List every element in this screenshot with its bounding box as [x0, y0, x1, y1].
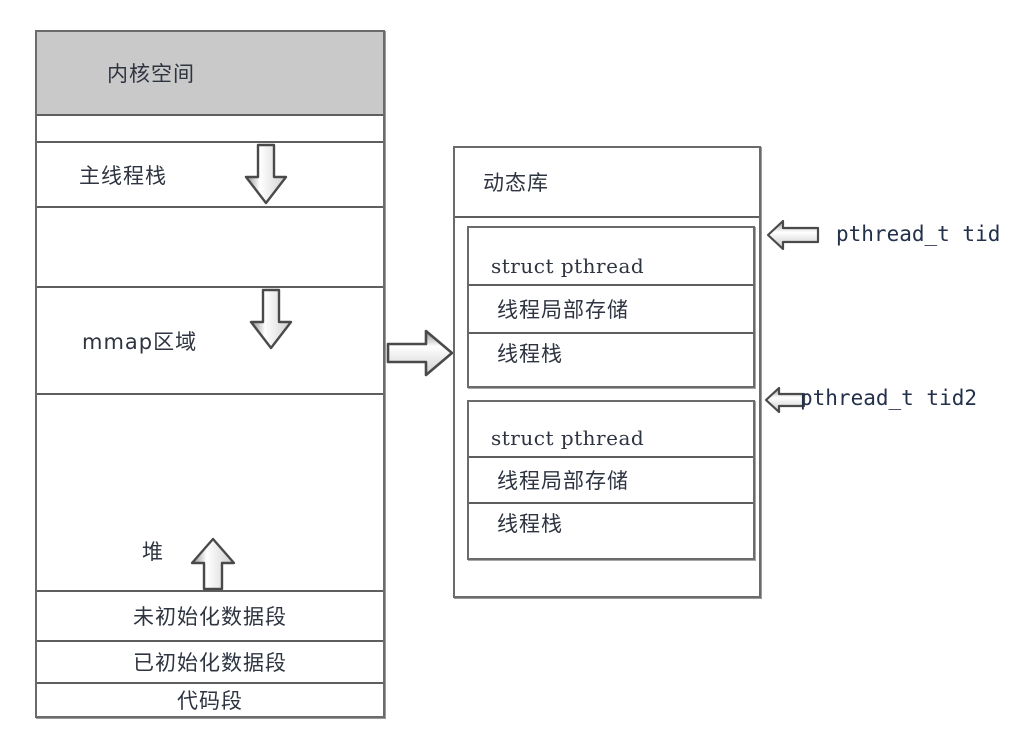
memory-row-label-data-segment: 已初始化数据段 — [133, 651, 287, 675]
thread-2-label-thread-local-storage: 线程局部存储 — [497, 469, 629, 493]
memory-row-text-segment: 代码段 — [37, 684, 383, 716]
thread-2-label-thread-stack: 线程栈 — [497, 512, 563, 536]
thread-block-1: struct pthread 线程局部存储 线程栈 — [467, 226, 755, 388]
thread-2-row-thread-local-storage: 线程局部存储 — [469, 458, 753, 504]
memory-row-label-mmap-region: mmap区域 — [82, 329, 198, 354]
dynamic-library-header-label: 动态库 — [483, 171, 549, 195]
dynamic-library-panel: 动态库 struct pthread 线程局部存储 线程栈 struct pth… — [453, 146, 761, 598]
memory-row-kernel-space: 内核空间 — [37, 32, 383, 116]
memory-row-bss-segment: 未初始化数据段 — [37, 592, 383, 642]
memory-row-label-main-thread-stack: 主线程栈 — [79, 163, 167, 188]
thread-1-label-thread-stack: 线程栈 — [497, 342, 563, 366]
memory-row-label-bss-segment: 未初始化数据段 — [133, 605, 287, 629]
memory-row-gap-stack-mmap — [37, 208, 383, 288]
thread-2-row-struct-pthread: struct pthread — [469, 402, 753, 458]
thread-1-label-struct-pthread: struct pthread — [491, 254, 645, 278]
arrow-left-icon-tid — [765, 218, 821, 252]
memory-row-main-thread-stack: 主线程栈 — [37, 143, 383, 208]
thread-1-row-struct-pthread: struct pthread — [469, 228, 753, 286]
memory-row-gap-top — [37, 116, 383, 143]
thread-1-row-thread-stack: 线程栈 — [469, 334, 753, 388]
annotation-pthread-tid2: pthread_t tid2 — [800, 386, 978, 410]
memory-row-label-kernel-space: 内核空间 — [107, 62, 195, 86]
thread-block-2: struct pthread 线程局部存储 线程栈 — [467, 400, 755, 560]
process-address-space-panel: 内核空间 主线程栈 mmap区域 堆 未初始化数据段 已初始化数据段 代码段 — [35, 30, 385, 718]
annotation-pthread-tid: pthread_t tid — [836, 222, 1001, 246]
memory-row-data-segment: 已初始化数据段 — [37, 642, 383, 684]
thread-2-label-struct-pthread: struct pthread — [491, 426, 645, 450]
memory-row-mmap-region: mmap区域 — [37, 288, 383, 395]
memory-row-heap: 堆 — [37, 395, 383, 592]
memory-row-label-text-segment: 代码段 — [177, 689, 243, 713]
dynamic-library-header: 动态库 — [455, 148, 759, 218]
memory-row-label-heap: 堆 — [142, 540, 164, 564]
thread-2-row-thread-stack: 线程栈 — [469, 504, 753, 560]
thread-1-row-thread-local-storage: 线程局部存储 — [469, 286, 753, 334]
arrow-right-icon-mmap-to-library — [385, 325, 455, 381]
thread-1-label-thread-local-storage: 线程局部存储 — [497, 298, 629, 322]
